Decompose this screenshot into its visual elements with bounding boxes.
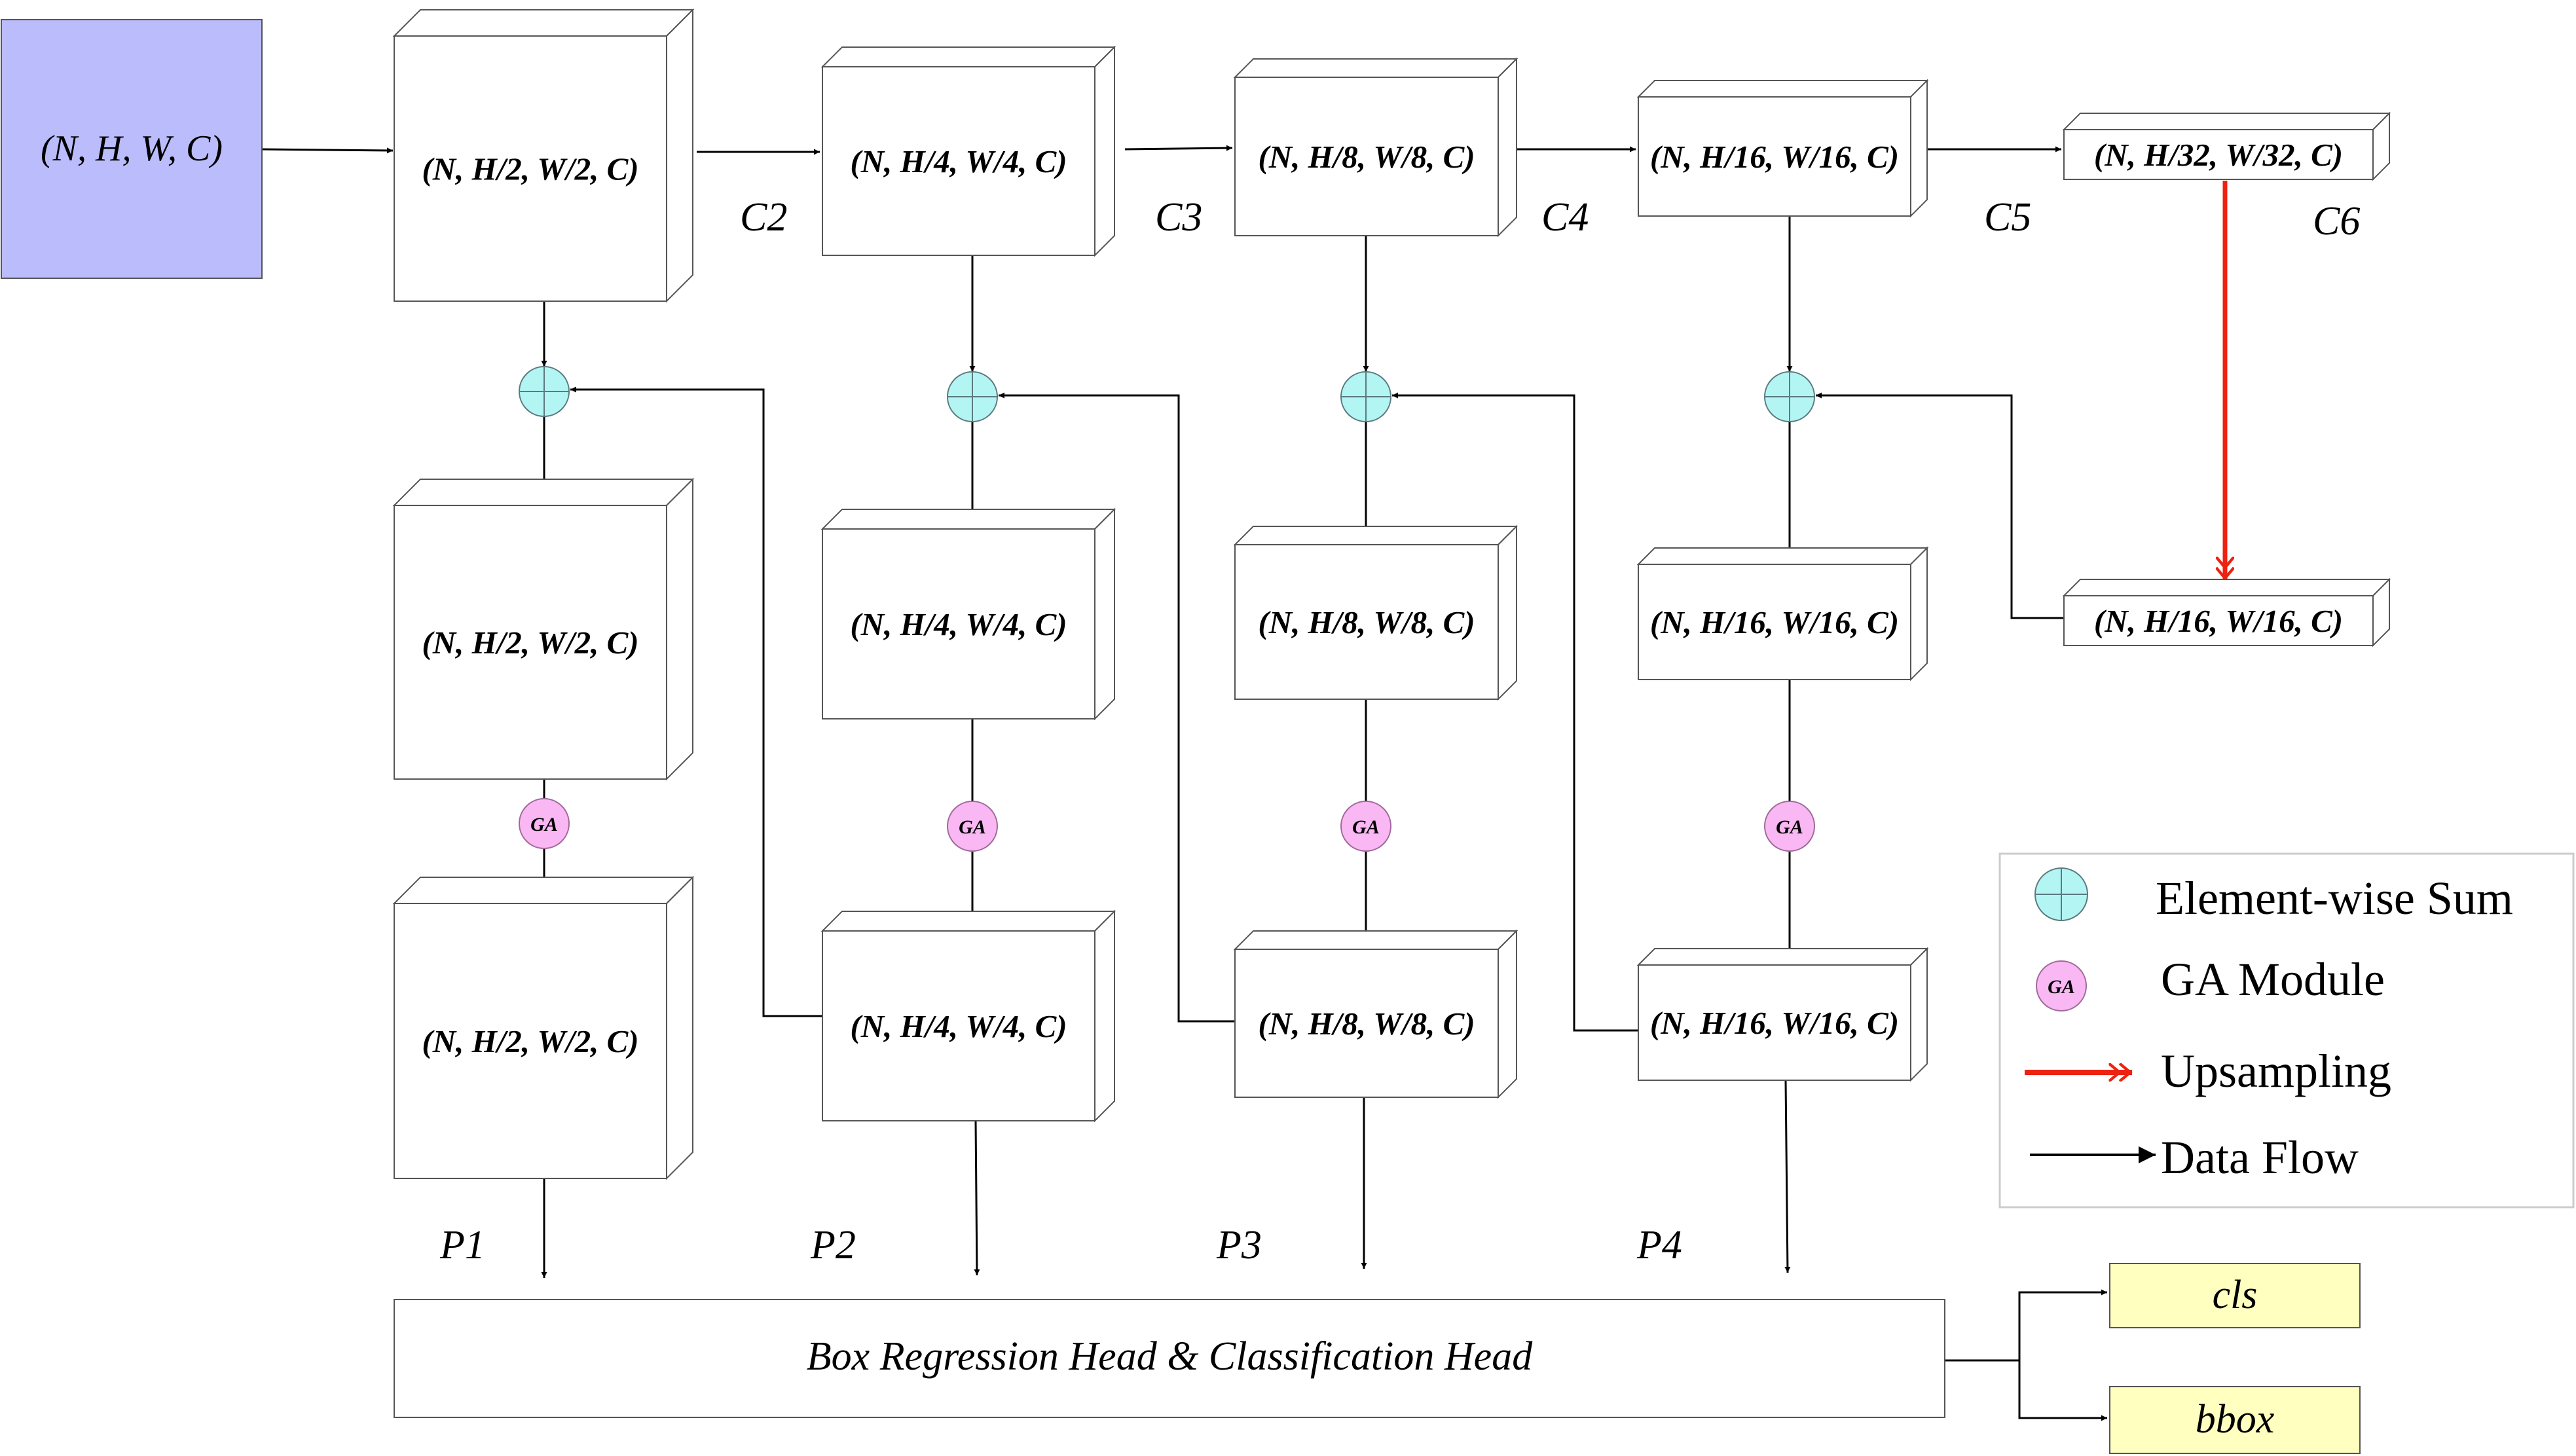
stage-label-c4: C4	[1541, 195, 1589, 240]
edge-b2-to-b3	[1124, 145, 1233, 151]
element-wise-sum-4	[1764, 371, 1815, 422]
backbone-block-4-label: (N, H/16, W/16, C)	[1650, 139, 1899, 175]
legend-ga-icon-shape: GA	[2036, 960, 2087, 1011]
bbox-output-label: bbox	[2196, 1397, 2275, 1442]
detection-head: Box Regression Head & Classification Hea…	[394, 1299, 1945, 1418]
backbone-block-5: (N, H/32, W/32, C)	[2062, 111, 2391, 181]
legend-ga-icon-shape-label: GA	[2048, 976, 2075, 998]
c6-upsampled-block-label: (N, H/16, W/16, C)	[2094, 603, 2343, 639]
c6-upsampled-block: (N, H/16, W/16, C)	[2062, 577, 2391, 647]
merged-block-4-label: (N, H/16, W/16, C)	[1650, 604, 1899, 640]
legend: Element-wise Sum GA GA Module Upsampling…	[1998, 852, 2575, 1209]
pyramid-block-p4: (N, H/16, W/16, C)	[1636, 947, 1929, 1082]
ga-module-1-label: GA	[530, 814, 558, 835]
stage-label-c3: C3	[1155, 195, 1202, 240]
element-wise-sum-3	[1340, 371, 1391, 422]
backbone-block-2: (N, H/4, W/4, C)	[820, 45, 1116, 257]
stage-label-p1: P1	[439, 1223, 485, 1267]
merged-block-3-label: (N, H/8, W/8, C)	[1258, 604, 1475, 640]
detection-head-label: Box Regression Head & Classification Hea…	[807, 1334, 1533, 1379]
stage-label-p4: P4	[1636, 1223, 1682, 1267]
legend-sum-label: Element-wise Sum	[2156, 872, 2513, 924]
ga-module-2: GA	[947, 801, 998, 852]
merged-block-2-label: (N, H/4, W/4, C)	[850, 606, 1067, 642]
legend-sum-icon-shape	[2034, 867, 2088, 921]
bbox-output-box: bbox	[2109, 1386, 2361, 1454]
edge-p2-to-sum-1	[570, 386, 822, 1017]
pyramid-block-p1-label: (N, H/2, W/2, C)	[422, 1023, 638, 1059]
ga-module-3-label: GA	[1352, 816, 1380, 838]
backbone-block-3: (N, H/8, W/8, C)	[1233, 57, 1518, 238]
legend-upsampling-label: Upsampling	[2161, 1045, 2391, 1097]
stage-label-p2: P2	[810, 1223, 856, 1267]
input-tensor-box: (N, H, W, C)	[1, 19, 263, 279]
pyramid-block-p3: (N, H/8, W/8, C)	[1233, 929, 1518, 1099]
backbone-block-5-label: (N, H/32, W/32, C)	[2094, 137, 2343, 173]
stage-label-c5: C5	[1984, 195, 2031, 240]
ga-module-2-label: GA	[959, 816, 986, 838]
cls-output-box: cls	[2109, 1263, 2361, 1328]
legend-ga-icon: GA	[2036, 960, 2087, 1011]
element-wise-sum-2	[947, 371, 998, 422]
stage-label-c6: C6	[2313, 199, 2360, 244]
backbone-block-1: (N, H/2, W/2, C)	[392, 8, 695, 303]
stage-label-p3: P3	[1216, 1223, 1262, 1267]
edge-head-to-bbox	[2018, 1360, 2107, 1421]
element-wise-sum-1	[519, 366, 570, 417]
edge-p2-to-head	[974, 1120, 980, 1276]
edge-p4-to-head	[1784, 1080, 1791, 1273]
edge-p4-to-sum-3	[1392, 392, 1638, 1032]
connections	[261, 145, 2225, 1421]
pyramid-block-p3-label: (N, H/8, W/8, C)	[1258, 1006, 1475, 1042]
backbone-block-2-label: (N, H/4, W/4, C)	[850, 143, 1067, 179]
pyramid-block-p4-label: (N, H/16, W/16, C)	[1650, 1005, 1899, 1041]
pyramid-block-p1: (N, H/2, W/2, C)	[392, 875, 695, 1180]
merged-block-3: (N, H/8, W/8, C)	[1233, 524, 1518, 701]
backbone-block-4: (N, H/16, W/16, C)	[1636, 79, 1929, 218]
ga-module-3: GA	[1340, 801, 1391, 852]
legend-sum-icon	[2034, 867, 2088, 921]
legend-ga-label: GA Module	[2161, 953, 2385, 1006]
merged-block-2: (N, H/4, W/4, C)	[820, 507, 1116, 721]
backbone-block-3-label: (N, H/8, W/8, C)	[1258, 139, 1475, 175]
stage-label-c2: C2	[740, 195, 787, 240]
pyramid-block-p2: (N, H/4, W/4, C)	[820, 909, 1116, 1123]
edge-head-to-cls	[2018, 1289, 2107, 1360]
merged-block-4: (N, H/16, W/16, C)	[1636, 546, 1929, 682]
ga-module-4: GA	[1764, 801, 1815, 852]
nodes: (N, H/2, W/2, C) (N, H/4, W/4, C) (N, H/8,…	[392, 8, 2391, 1267]
cls-output-label: cls	[2213, 1273, 2258, 1317]
input-tensor-label: (N, H, W, C)	[41, 128, 223, 169]
edge-c6-to-sum-4	[1816, 392, 2064, 619]
pyramid-block-p2-label: (N, H/4, W/4, C)	[850, 1008, 1067, 1044]
legend-data-flow-label: Data Flow	[2161, 1131, 2359, 1184]
merged-block-1: (N, H/2, W/2, C)	[392, 477, 695, 781]
merged-block-1-label: (N, H/2, W/2, C)	[422, 625, 638, 661]
ga-module-4-label: GA	[1776, 816, 1803, 838]
edge-p3-to-sum-2	[999, 392, 1235, 1023]
backbone-block-1-label: (N, H/2, W/2, C)	[422, 151, 638, 187]
ga-module-1: GA	[519, 798, 570, 849]
edge-input-to-b1	[261, 147, 394, 154]
